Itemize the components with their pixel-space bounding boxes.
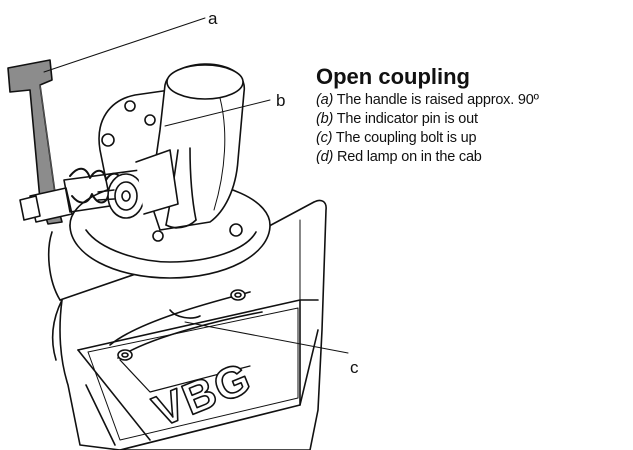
legend-text: The handle is raised approx. 90º (333, 92, 539, 108)
leader-line-a (43, 17, 206, 73)
legend-key: (d) (316, 149, 334, 165)
legend-key: (a) (316, 92, 334, 108)
legend-item: (a) The handle is raised approx. 90º (316, 91, 631, 110)
legend-text: Red lamp on in the cab (333, 149, 482, 165)
legend-key: (b) (316, 111, 334, 127)
leader-line-c (184, 321, 349, 354)
callout-b: b (276, 91, 285, 110)
callout-a: a (208, 9, 218, 28)
legend-panel: Open coupling (a) The handle is raised a… (316, 64, 631, 167)
legend-text: The indicator pin is out (333, 111, 478, 127)
coupling-handle (7, 59, 73, 225)
leader-lines (43, 17, 349, 354)
legend-item: (c) The coupling bolt is up (316, 129, 631, 148)
callout-c: c (350, 358, 359, 377)
legend-item: (d) Red lamp on in the cab (316, 148, 631, 167)
legend-list: (a) The handle is raised approx. 90º (b)… (316, 91, 631, 167)
legend-title: Open coupling (316, 64, 470, 89)
legend-key: (c) (316, 130, 333, 146)
leader-line-b (164, 99, 271, 127)
coupling-body (47, 199, 327, 450)
legend-text: The coupling bolt is up (332, 130, 477, 146)
spring-assembly (63, 149, 179, 219)
legend-item: (b) The indicator pin is out (316, 110, 631, 129)
